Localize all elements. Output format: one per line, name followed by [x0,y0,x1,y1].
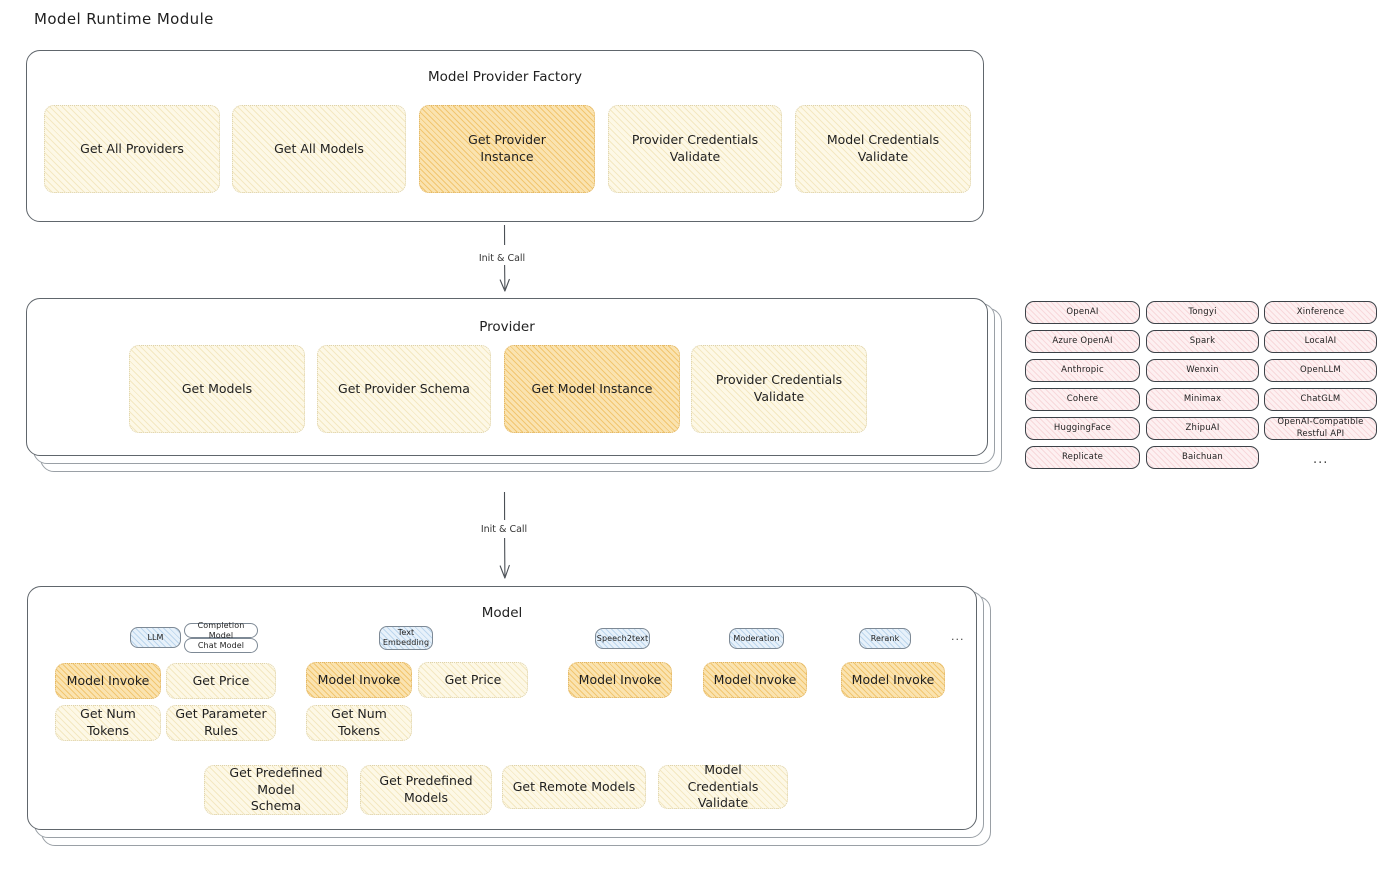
provider-chip-wenxin[interactable]: Wenxin [1146,359,1259,382]
provider-chip-huggingface[interactable]: HuggingFace [1025,417,1140,440]
node-llm-get-parameter-rules[interactable]: Get Parameter Rules [166,705,276,741]
provider-chip-openai[interactable]: OpenAI [1025,301,1140,324]
model-subtag-chat-model[interactable]: Chat Model [184,638,258,653]
node-provider-credentials-validate-factory[interactable]: Provider Credentials Validate [608,105,782,193]
provider-chip-zhipuai[interactable]: ZhipuAI [1146,417,1259,440]
provider-chip-openai-compatible-restful-api[interactable]: OpenAI-Compatible Restful API [1264,417,1377,440]
provider-title: Provider [479,319,535,335]
provider-chip-minimax[interactable]: Minimax [1146,388,1259,411]
node-llm-get-num-tokens[interactable]: Get Num Tokens [55,705,161,741]
node-get-provider-schema[interactable]: Get Provider Schema [317,345,491,433]
node-moderation-model-invoke[interactable]: Model Invoke [703,662,807,698]
model-subtag-completion-model[interactable]: Completion Model [184,621,258,640]
arrow-label-init-call-2: Init & Call [476,523,532,536]
provider-chip-spark[interactable]: Spark [1146,330,1259,353]
model-tag-moderation[interactable]: Moderation [729,628,784,649]
node-textembedding-get-num-tokens[interactable]: Get Num Tokens [306,705,412,741]
node-get-remote-models[interactable]: Get Remote Models [502,765,646,809]
node-llm-model-invoke[interactable]: Model Invoke [55,663,161,699]
provider-chip-anthropic[interactable]: Anthropic [1025,359,1140,382]
node-get-all-providers[interactable]: Get All Providers [44,105,220,193]
provider-chip-localai[interactable]: LocalAI [1264,330,1377,353]
provider-chip-replicate[interactable]: Replicate [1025,446,1140,469]
provider-chip-tongyi[interactable]: Tongyi [1146,301,1259,324]
arrow-label-init-call-1: Init & Call [474,252,530,265]
provider-chip-chatglm[interactable]: ChatGLM [1264,388,1377,411]
model-tag-llm[interactable]: LLM [130,627,181,648]
page-title: Model Runtime Module [34,10,214,28]
node-textembedding-model-invoke[interactable]: Model Invoke [306,662,412,698]
provider-list-more-ellipsis: ... [1313,452,1329,467]
model-tag-text-embedding[interactable]: Text Embedding [379,626,433,650]
provider-chip-openllm[interactable]: OpenLLM [1264,359,1377,382]
arrow-provider-to-model [495,491,515,584]
node-get-model-instance[interactable]: Get Model Instance [504,345,680,433]
provider-chip-azure-openai[interactable]: Azure OpenAI [1025,330,1140,353]
node-rerank-model-invoke[interactable]: Model Invoke [841,662,945,698]
arrow-factory-to-provider [495,224,515,297]
node-speech2text-model-invoke[interactable]: Model Invoke [568,662,672,698]
node-get-all-models[interactable]: Get All Models [232,105,406,193]
node-model-credentials-validate-factory[interactable]: Model Credentials Validate [795,105,971,193]
node-model-credentials-validate-model[interactable]: Model Credentials Validate [658,762,788,810]
node-get-predefined-models[interactable]: Get Predefined Models [360,765,492,815]
provider-chip-baichuan[interactable]: Baichuan [1146,446,1259,469]
node-llm-get-price[interactable]: Get Price [166,663,276,699]
model-title: Model [481,605,523,621]
node-get-predefined-model-schema[interactable]: Get Predefined Model Schema [204,765,348,815]
model-provider-factory-title: Model Provider Factory [427,69,582,85]
node-get-models[interactable]: Get Models [129,345,305,433]
provider-chip-xinference[interactable]: Xinference [1264,301,1377,324]
provider-chip-cohere[interactable]: Cohere [1025,388,1140,411]
model-tag-rerank[interactable]: Rerank [859,628,911,649]
node-get-provider-instance[interactable]: Get Provider Instance [419,105,595,193]
node-provider-credentials-validate[interactable]: Provider Credentials Validate [691,345,867,433]
model-groups-more-ellipsis: ... [951,630,965,643]
model-tag-speech2text[interactable]: Speech2text [595,628,650,649]
node-textembedding-get-price[interactable]: Get Price [418,662,528,698]
